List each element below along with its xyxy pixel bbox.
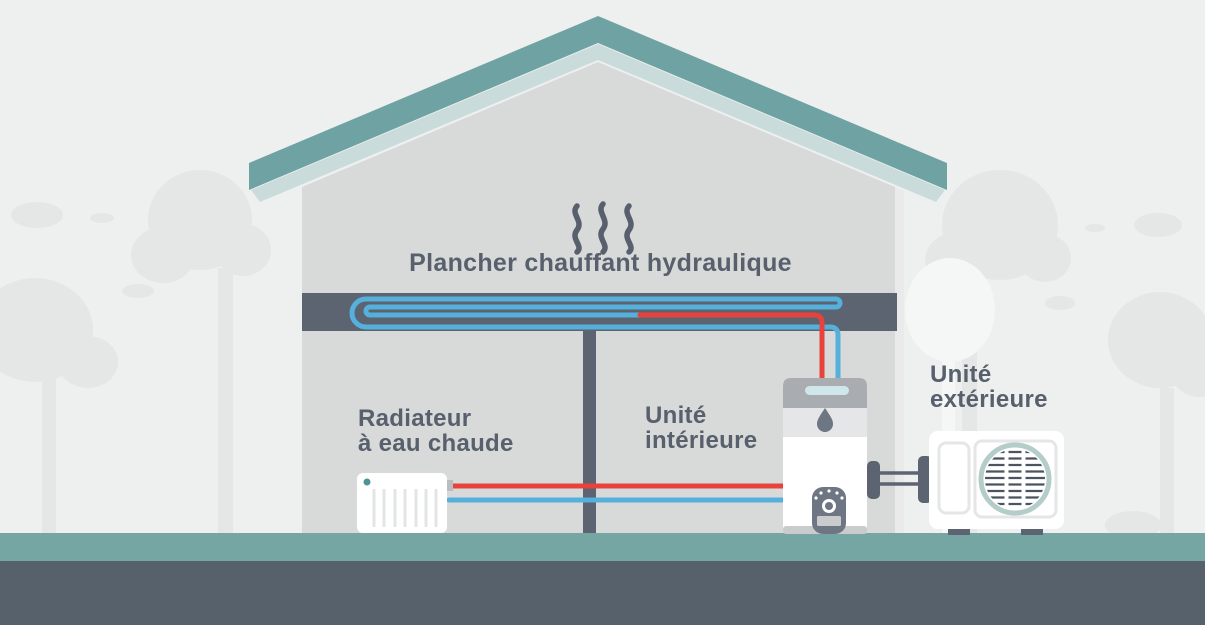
radiator-pipes — [446, 483, 793, 503]
interior-wall — [583, 330, 596, 534]
indoor-unit — [783, 378, 867, 534]
indoor-unit-label: Unité intérieure — [645, 402, 758, 454]
steam-icon — [572, 201, 634, 255]
outdoor-unit — [929, 431, 1064, 535]
outdoor-unit-foot-left — [948, 524, 970, 535]
ground — [0, 533, 1205, 561]
control-dial-center — [825, 502, 833, 510]
radiator-fins — [372, 489, 438, 527]
outdoor-unit-fan-panel — [973, 439, 1058, 519]
refrigerant-connection — [867, 456, 932, 503]
outdoor-unit-foot-right — [1021, 524, 1043, 535]
outdoor-unit-side-panel — [937, 441, 971, 515]
control-display — [817, 516, 841, 526]
connection-bracket-right — [918, 456, 932, 503]
radiator-stub — [444, 480, 453, 491]
indoor-unit-vent — [805, 386, 849, 395]
control-panel-dots — [814, 489, 844, 500]
footer-band — [0, 561, 1205, 625]
radiator-label: Radiateur à eau chaude — [358, 405, 514, 457]
floor-heating-coil — [349, 296, 843, 388]
fan-icon — [978, 442, 1052, 516]
radiator — [357, 473, 453, 533]
floor-heating-title: Plancher chauffant hydraulique — [409, 249, 792, 277]
connection-bracket-left — [867, 461, 880, 499]
water-drop-icon — [817, 408, 833, 432]
outdoor-unit-label: Unité extérieure — [930, 361, 1048, 413]
coil-return-pipe — [349, 296, 843, 388]
house-wall-edge — [895, 187, 904, 534]
radiator-valve-dot — [363, 478, 371, 486]
fan-grille — [985, 449, 1045, 509]
coil-supply-pipe — [637, 312, 825, 388]
